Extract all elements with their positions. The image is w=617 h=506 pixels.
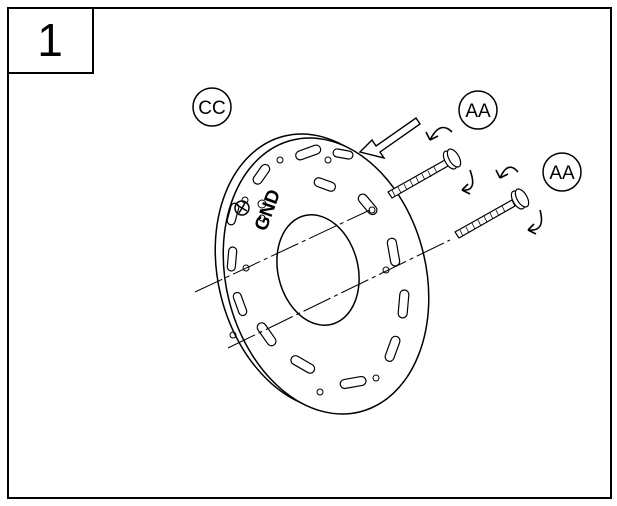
- screw-bottom: [454, 188, 530, 239]
- rotation-arrow-icon: [425, 126, 543, 235]
- alignment-lines: [194, 209, 451, 349]
- callout-cc-label: CC: [198, 98, 225, 119]
- mounting-plate: [214, 133, 430, 415]
- callout-aa-bottom-label: AA: [549, 163, 575, 184]
- direction-arrow-icon: [358, 117, 421, 160]
- panel-border: [7, 7, 612, 499]
- screw-top: [387, 148, 462, 199]
- callout-cc-circle: [192, 87, 232, 127]
- callout-circles: [192, 87, 582, 192]
- callout-aa-top-circle: [458, 90, 498, 130]
- callout-aa-top-label: AA: [465, 101, 491, 122]
- callout-aa-bottom-circle: [542, 152, 582, 192]
- step-number: 1: [8, 8, 94, 74]
